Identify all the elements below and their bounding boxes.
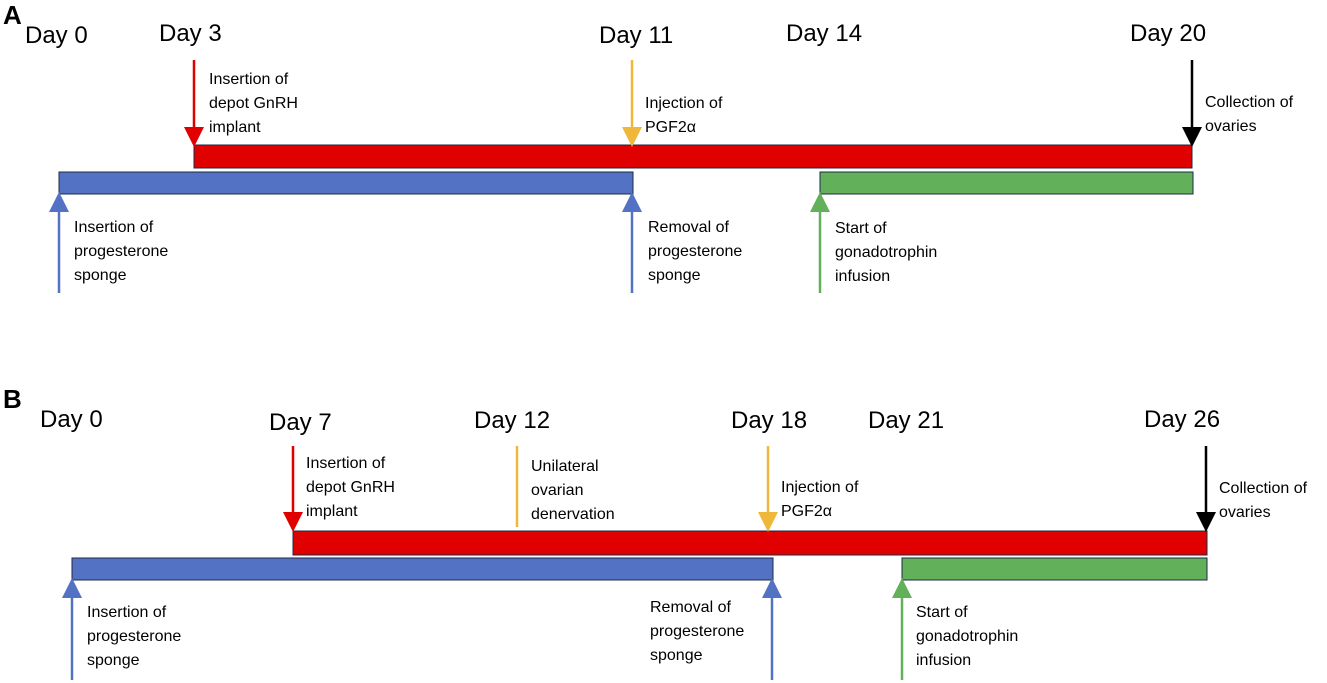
progesterone-sponge-bar (71, 557, 774, 581)
event-label: Insertion of depot GnRH implant (209, 71, 302, 136)
event-label: Start of gonadotrophin infusion (835, 220, 942, 285)
event-label: Collection of ovaries (1205, 94, 1298, 135)
gonadotrophin-infusion-bar (819, 171, 1194, 195)
event-label: Insertion of progesterone sponge (74, 219, 173, 284)
day-label: Day 11 (599, 22, 673, 49)
panel-b: B Day 0 Day 7 Day 12 Day 18 Day 21 Day 2… (3, 384, 1312, 680)
panel-a: A Day 0 Day 3 Day 11 Day 14 Day 20 Inser… (3, 0, 1298, 293)
day-label: Day 0 (25, 22, 88, 49)
event-label: Insertion of progesterone sponge (87, 604, 186, 669)
gnrh-implant-bar (193, 144, 1193, 169)
event-label: Insertion of depot GnRH implant (306, 455, 399, 520)
panel-letter: A (3, 0, 22, 30)
day-label: Day 12 (474, 407, 550, 434)
event-label: Removal of progesterone sponge (650, 599, 749, 664)
day-label: Day 21 (868, 407, 944, 434)
gonadotrophin-infusion-bar (901, 557, 1208, 581)
progesterone-sponge-bar (58, 171, 634, 195)
day-label: Day 18 (731, 407, 807, 434)
day-label: Day 14 (786, 20, 862, 47)
event-label: Collection of ovaries (1219, 480, 1312, 521)
day-label: Day 0 (40, 406, 103, 433)
event-label: Unilateral ovarian denervation (531, 458, 615, 523)
event-label: Removal of progesterone sponge (648, 219, 747, 284)
day-label: Day 20 (1130, 20, 1206, 47)
day-label: Day 26 (1144, 406, 1220, 433)
event-label: Start of gonadotrophin infusion (916, 604, 1023, 669)
event-label: Injection of PGF2α (645, 95, 727, 136)
day-label: Day 7 (269, 409, 332, 436)
gnrh-implant-bar (292, 530, 1208, 556)
day-label: Day 3 (159, 20, 222, 47)
panel-letter: B (3, 384, 22, 414)
event-label: Injection of PGF2α (781, 479, 863, 520)
